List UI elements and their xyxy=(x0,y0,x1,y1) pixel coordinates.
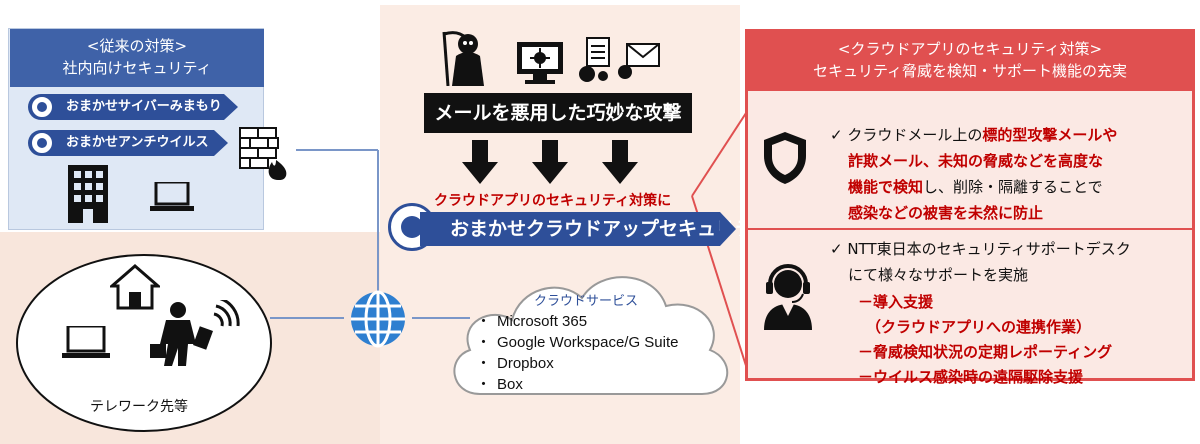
cloud-service-item: Dropbox xyxy=(476,353,679,374)
support-description: ✓ NTT東日本のセキュリティサポートデスク にて様々なサポートを実施 xyxy=(830,236,1131,288)
detection-line4-red: 感染などの被害を未然に防止 xyxy=(848,204,1044,222)
office-building-icon xyxy=(68,165,108,223)
support-items: －導入支援 （クラウドアプリへの連携作業） －脅威検知状況の定期レポーティング … xyxy=(858,290,1112,390)
down-arrow-icon xyxy=(532,140,568,184)
firewall-icon xyxy=(239,127,287,180)
support-item: －脅威検知状況の定期レポーティング xyxy=(858,343,1113,361)
mobile-worker-icon xyxy=(150,300,240,366)
support-operator-icon xyxy=(764,264,812,330)
support-item: －ウイルス感染時の遠隔駆除支援 xyxy=(858,368,1084,386)
right-panel-subheading: セキュリティ脅威を検知・サポート機能の充実 xyxy=(812,62,1128,80)
service-bar-antivirus: おまかせアンチウイルス xyxy=(28,130,228,156)
telework-laptop-icon xyxy=(62,326,110,358)
detection-line3-post: し、削除・隔離することで xyxy=(923,178,1103,196)
home-icon xyxy=(110,264,160,310)
attacker-reaper-icon xyxy=(442,31,484,86)
detection-line3-red: 機能で検知 xyxy=(848,178,924,196)
detection-line1-red: 標的型攻撃メールや xyxy=(982,126,1118,144)
internet-globe-icon xyxy=(351,290,405,348)
support-line1: ✓ NTT東日本のセキュリティサポートデスク xyxy=(830,240,1131,258)
down-arrows xyxy=(462,140,638,184)
detection-description: ✓ クラウドメール上の標的型攻撃メールや 詐欺メール、未知の脅威などを高度な 機… xyxy=(830,122,1117,226)
service-label: おまかせアンチウイルス xyxy=(66,135,209,150)
right-panel-heading: <クラウドアプリのセキュリティ対策> xyxy=(837,40,1103,58)
service-emblem-icon xyxy=(30,95,54,119)
conventional-header: <従来の対策> 社内向けセキュリティ xyxy=(10,29,264,87)
attack-banner: メールを悪用した巧妙な攻撃 xyxy=(424,93,692,133)
right-panel-header: <クラウドアプリのセキュリティ対策> セキュリティ脅威を検知・サポート機能の充実 xyxy=(745,29,1195,91)
malicious-mail-icon xyxy=(579,37,660,82)
down-arrow-icon xyxy=(602,140,638,184)
service-label: おまかせサイバーみまもり xyxy=(66,99,222,114)
telework-label: テレワーク先等 xyxy=(90,399,188,415)
cloud-service-item: Box xyxy=(476,374,679,395)
right-panel-divider xyxy=(748,228,1192,230)
conventional-subheading: 社内向けセキュリティ xyxy=(62,59,212,77)
detection-line1-pre: ✓ クラウドメール上の xyxy=(830,126,983,144)
cloud-app-security-label: クラウドアプリのセキュリティ対策に xyxy=(434,193,672,209)
telework-area xyxy=(16,254,272,432)
service-emblem-icon xyxy=(30,131,54,155)
down-arrow-icon xyxy=(462,140,498,184)
laptop-icon xyxy=(150,182,194,211)
app-security-name: おまかせクラウドアップセキュリティ xyxy=(450,218,772,240)
conventional-heading: <従来の対策> xyxy=(86,37,188,55)
support-line2: にて様々なサポートを実施 xyxy=(848,266,1029,284)
cloud-service-item: Microsoft 365 xyxy=(476,311,679,332)
shield-icon xyxy=(764,132,806,184)
cloud-service-title: クラウドサービス xyxy=(534,294,639,309)
infected-computer-icon xyxy=(517,42,563,84)
support-item: －導入支援 xyxy=(858,293,934,311)
support-item: （クラウドアプリへの連携作業） xyxy=(866,318,1092,336)
app-security-bar: おまかせクラウドアップセキュリティ xyxy=(420,212,772,246)
cloud-service-list: Microsoft 365 Google Workspace/G Suite D… xyxy=(476,311,679,395)
cloud-service-item: Google Workspace/G Suite xyxy=(476,332,678,353)
callout-line-top xyxy=(691,109,749,197)
detection-line2-red: 詐欺メール、未知の脅威などを高度な xyxy=(848,152,1104,170)
service-bar-cyber-mimamori: おまかせサイバーみまもり xyxy=(28,94,238,120)
